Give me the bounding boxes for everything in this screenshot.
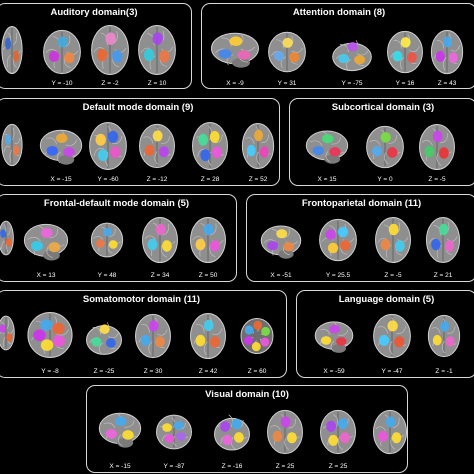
coord-label: Y = -10 <box>51 80 73 87</box>
brain-slice-image <box>214 414 250 451</box>
brain-slice-image <box>1 123 23 167</box>
panel-title: Frontal-default mode domain (5) <box>43 198 190 209</box>
coord-label: X = 13 <box>36 272 56 279</box>
brain-slice-image <box>320 409 356 455</box>
coord-label: Y = 25.5 <box>325 272 351 279</box>
coord-label: X = 15 <box>317 176 337 183</box>
brain-slice-image <box>0 220 14 256</box>
brain-slice-image <box>43 29 81 75</box>
coord-label: Z = 21 <box>433 272 453 279</box>
coord-label: Z = 42 <box>198 368 218 375</box>
brain-slice-image <box>419 123 455 171</box>
coord-label: Y = -60 <box>97 176 119 183</box>
brain-slice-image <box>425 216 461 264</box>
brain-slice-image <box>260 225 302 259</box>
coord-label: Y = 0 <box>377 176 393 183</box>
coord-label: X = -59 <box>323 368 345 375</box>
brain-slice-image <box>86 322 122 355</box>
coord-label: Z = 50 <box>198 272 218 279</box>
brain-slice-image <box>190 312 226 360</box>
brain-slice-image <box>142 216 178 264</box>
panel-title: Subcortical domain (3) <box>331 102 435 113</box>
brain-slice-image <box>139 123 175 169</box>
panel-attention: Attention domain (8) <box>201 3 474 89</box>
coord-label: Z = 52 <box>248 176 268 183</box>
panel-visual: Visual domain (10) <box>86 385 408 473</box>
brain-slice-image <box>373 313 411 359</box>
panel-title: Auditory domain(3) <box>50 7 138 18</box>
panel-somatomotor: Somatomotor domain (11) <box>0 290 287 378</box>
brain-slice-image <box>372 409 408 455</box>
coord-label: Z = 34 <box>150 272 170 279</box>
panel-title: Language domain (5) <box>338 294 435 305</box>
brain-slice-image <box>211 32 259 68</box>
coord-label: Z = -1 <box>435 368 453 375</box>
coord-label: Z = -5 <box>384 272 402 279</box>
panel-default-mode: Default mode domain (9) <box>0 98 280 186</box>
panel-auditory: Auditory domain(3) <box>0 3 192 89</box>
coord-label: Z = -2 <box>101 80 119 87</box>
brain-slice-image <box>135 313 171 359</box>
brain-slice-image <box>91 25 129 75</box>
coord-label: Y = -8 <box>41 368 59 375</box>
coord-label: Z = 30 <box>143 368 163 375</box>
brain-slice-image <box>156 414 192 450</box>
coord-label: Z = 10 <box>147 80 167 87</box>
brain-slice-image <box>90 222 124 258</box>
brain-slice-image <box>268 31 306 73</box>
panel-frontal-default-mode: Frontal-default mode domain (5) <box>0 194 237 282</box>
brain-slice-image <box>138 25 176 75</box>
brain-slice-image <box>89 122 127 170</box>
coord-label: Z = -12 <box>146 176 168 183</box>
brain-slice-image <box>387 30 423 74</box>
coord-label: Z = -25 <box>93 368 115 375</box>
panel-subcortical: Subcortical domain (3) <box>289 98 474 186</box>
coord-label: Y = -87 <box>163 463 185 470</box>
brain-slice-image <box>190 216 226 264</box>
brain-slice-image <box>314 321 354 353</box>
panel-frontoparietal: Frontoparietal domain (11) <box>246 194 474 282</box>
brain-slice-image <box>0 315 15 351</box>
coord-label: Z = 28 <box>200 176 220 183</box>
coord-label: Y = -75 <box>341 80 363 87</box>
panel-language: Language domain (5) <box>296 290 474 378</box>
brain-slice-image <box>27 311 73 359</box>
panel-title: Frontoparietal domain (11) <box>301 198 422 209</box>
brain-slice-image <box>192 122 228 170</box>
brain-slice-image <box>240 318 274 354</box>
brain-slice-image <box>241 122 275 170</box>
coord-label: Z = 25 <box>275 463 295 470</box>
coord-label: X = -15 <box>50 176 72 183</box>
brain-slice-image <box>427 314 461 358</box>
panel-title: Default mode domain (9) <box>82 102 194 113</box>
brain-slice-image <box>332 40 372 72</box>
coord-label: Z = -16 <box>221 463 243 470</box>
coord-label: X = -15 <box>109 463 131 470</box>
coord-label: Y = 48 <box>97 272 117 279</box>
brain-slice-image <box>23 223 69 261</box>
brain-slice-image <box>39 129 83 165</box>
brain-slice-image <box>305 130 349 164</box>
coord-label: X = -51 <box>270 272 292 279</box>
brain-slice-image <box>430 29 464 75</box>
coord-label: Y = 16 <box>395 80 415 87</box>
brain-slice-image <box>267 409 303 455</box>
coord-label: X = -9 <box>226 80 244 87</box>
coord-label: Z = 60 <box>247 368 267 375</box>
coord-label: Z = 43 <box>437 80 457 87</box>
brain-slice-image <box>1 26 23 74</box>
coord-label: Z = -5 <box>428 176 446 183</box>
coord-label: Y = -47 <box>381 368 403 375</box>
brain-slice-image <box>366 125 404 169</box>
coord-label: Z = 25 <box>328 463 348 470</box>
panel-title: Somatomotor domain (11) <box>82 294 201 305</box>
brain-slice-image <box>375 216 411 264</box>
panel-title: Attention domain (8) <box>292 7 386 18</box>
coord-label: Y = 31 <box>277 80 297 87</box>
brain-slice-image <box>98 412 142 448</box>
brain-slice-image <box>319 218 357 262</box>
panel-title: Visual domain (10) <box>205 389 289 400</box>
